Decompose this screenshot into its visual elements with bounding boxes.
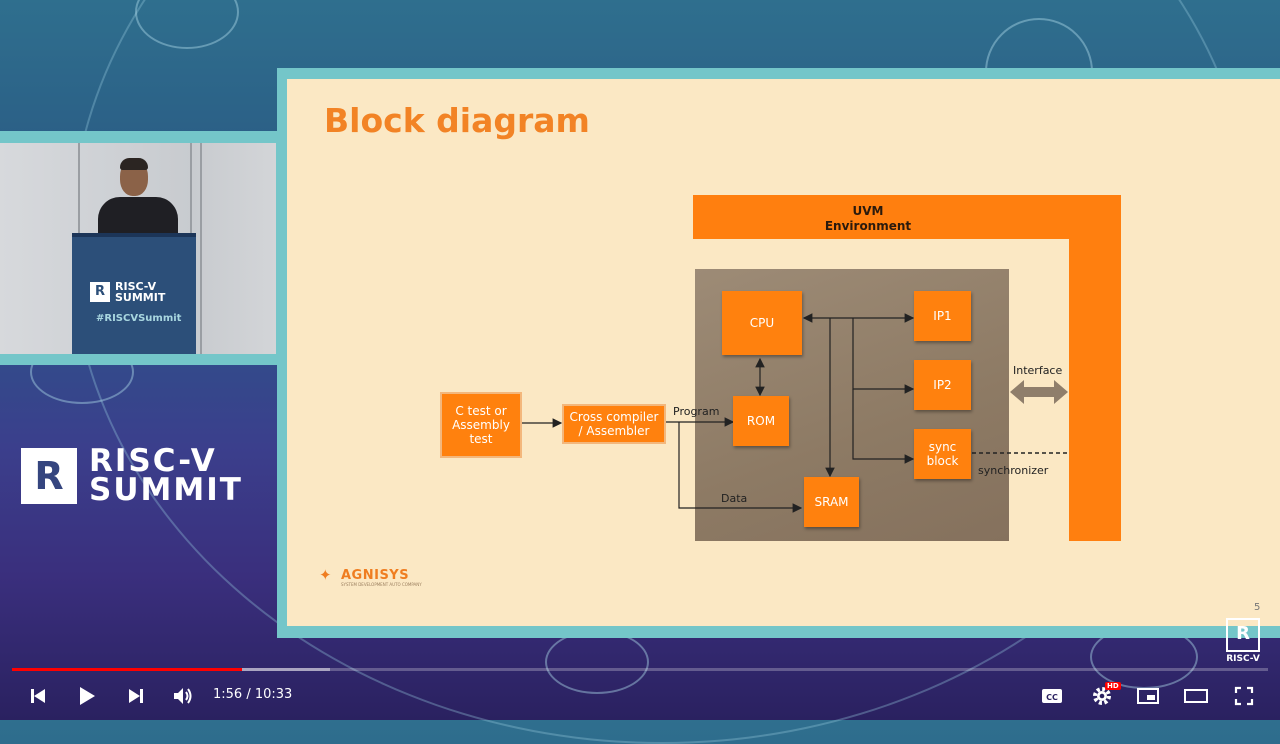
progress-bar[interactable] xyxy=(12,668,1268,671)
play-icon xyxy=(80,687,95,705)
label-program: Program xyxy=(673,405,720,418)
block-c-test-line3: test xyxy=(469,432,493,446)
fullscreen-button[interactable] xyxy=(1231,684,1257,708)
diagram-connectors xyxy=(519,313,1069,513)
podium: R RISC-V SUMMIT #RISCVSummit xyxy=(72,233,196,354)
speaker-video: R RISC-V SUMMIT #RISCVSummit xyxy=(0,143,276,354)
uvm-label-line1: UVM xyxy=(852,204,884,218)
theater-icon xyxy=(1184,689,1208,703)
podium-logo: R RISC-V SUMMIT xyxy=(90,281,165,303)
block-sram: SRAM xyxy=(804,477,859,527)
captions-button[interactable]: CC xyxy=(1039,684,1065,708)
block-sync: sync block xyxy=(914,429,971,479)
uvm-environment-bar-side xyxy=(1069,195,1121,541)
label-synchronizer: synchronizer xyxy=(978,464,1049,477)
uvm-label-line2: Environment xyxy=(824,219,912,233)
block-cpu: CPU xyxy=(722,291,802,355)
agnisys-mark-icon: ✦ xyxy=(319,566,332,584)
hd-badge: HD xyxy=(1105,682,1121,690)
channel-watermark[interactable]: R RISC-V xyxy=(1226,618,1260,664)
block-compiler-line1: Cross compiler xyxy=(569,410,659,424)
block-c-test: C test or Assembly test xyxy=(440,392,522,458)
podium-logo-line1: RISC-V xyxy=(115,280,157,293)
uvm-environment-bar-top xyxy=(693,195,1121,239)
volume-button[interactable] xyxy=(171,684,195,708)
block-sync-line1: sync xyxy=(928,440,957,454)
slide-page-number: 5 xyxy=(1254,602,1261,613)
block-cross-compiler: Cross compiler / Assembler xyxy=(562,404,666,444)
arrow-bus-ip2 xyxy=(852,318,915,394)
miniplayer-button[interactable] xyxy=(1135,684,1161,708)
summit-logo-line1: RISC-V xyxy=(89,443,217,479)
uvm-environment-label: UVM Environment xyxy=(793,204,943,234)
summit-logo-line2: SUMMIT xyxy=(89,472,243,508)
block-ip1: IP1 xyxy=(914,291,971,341)
speaker-hair xyxy=(120,158,148,170)
arrow-compiler-to-sram xyxy=(678,422,803,513)
slide-title: Block diagram xyxy=(324,101,590,140)
block-rom: ROM xyxy=(733,396,789,446)
fullscreen-icon xyxy=(1234,686,1254,706)
captions-icon: CC xyxy=(1042,689,1062,703)
block-compiler-line2: / Assembler xyxy=(578,424,650,438)
settings-button[interactable]: HD xyxy=(1087,682,1121,709)
time-display: 1:56 / 10:33 xyxy=(213,687,293,702)
speaker-body xyxy=(98,197,178,237)
block-ip2: IP2 xyxy=(914,360,971,410)
miniplayer-icon xyxy=(1137,688,1159,704)
theater-mode-button[interactable] xyxy=(1182,684,1210,708)
backdrop-divider xyxy=(200,143,202,354)
podium-logo-text: RISC-V SUMMIT xyxy=(115,281,165,303)
svg-text:CC: CC xyxy=(1046,693,1058,702)
label-data: Data xyxy=(721,492,748,505)
background-icon-circle xyxy=(545,630,649,694)
agnisys-tagline: SYSTEM DEVELOPMENT AUTO COMPANY xyxy=(341,582,422,587)
interface-arrow xyxy=(1010,380,1068,404)
progress-played xyxy=(12,668,242,671)
arrow-bus-sync xyxy=(852,389,915,464)
play-button[interactable] xyxy=(74,684,100,708)
summit-logo: R RISC-V SUMMIT xyxy=(21,443,243,508)
podium-logo-mark: R xyxy=(90,282,110,302)
slide: Block diagram UVM Environment xyxy=(287,79,1280,626)
podium-logo-line2: SUMMIT xyxy=(115,291,166,304)
next-icon xyxy=(129,689,143,703)
block-c-test-line1: C test or xyxy=(455,404,507,418)
agnisys-logo: ✦ AGNISYS SYSTEM DEVELOPMENT AUTO COMPAN… xyxy=(319,566,422,587)
gear-icon xyxy=(1093,687,1111,705)
label-interface: Interface xyxy=(1013,364,1063,377)
block-c-test-line2: Assembly xyxy=(452,418,510,432)
previous-button[interactable] xyxy=(26,684,50,708)
watermark-logo-text: RISC-V xyxy=(1226,654,1260,664)
summit-logo-text: RISC-V SUMMIT xyxy=(89,443,243,508)
volume-icon xyxy=(174,688,192,704)
next-button[interactable] xyxy=(124,684,148,708)
summit-logo-mark: R xyxy=(21,448,77,504)
watermark-logo-mark: R xyxy=(1226,618,1260,652)
podium-hashtag: #RISCVSummit xyxy=(96,313,182,324)
block-sync-line2: block xyxy=(926,454,959,468)
previous-icon xyxy=(31,689,45,703)
agnisys-name: AGNISYS xyxy=(341,567,410,583)
